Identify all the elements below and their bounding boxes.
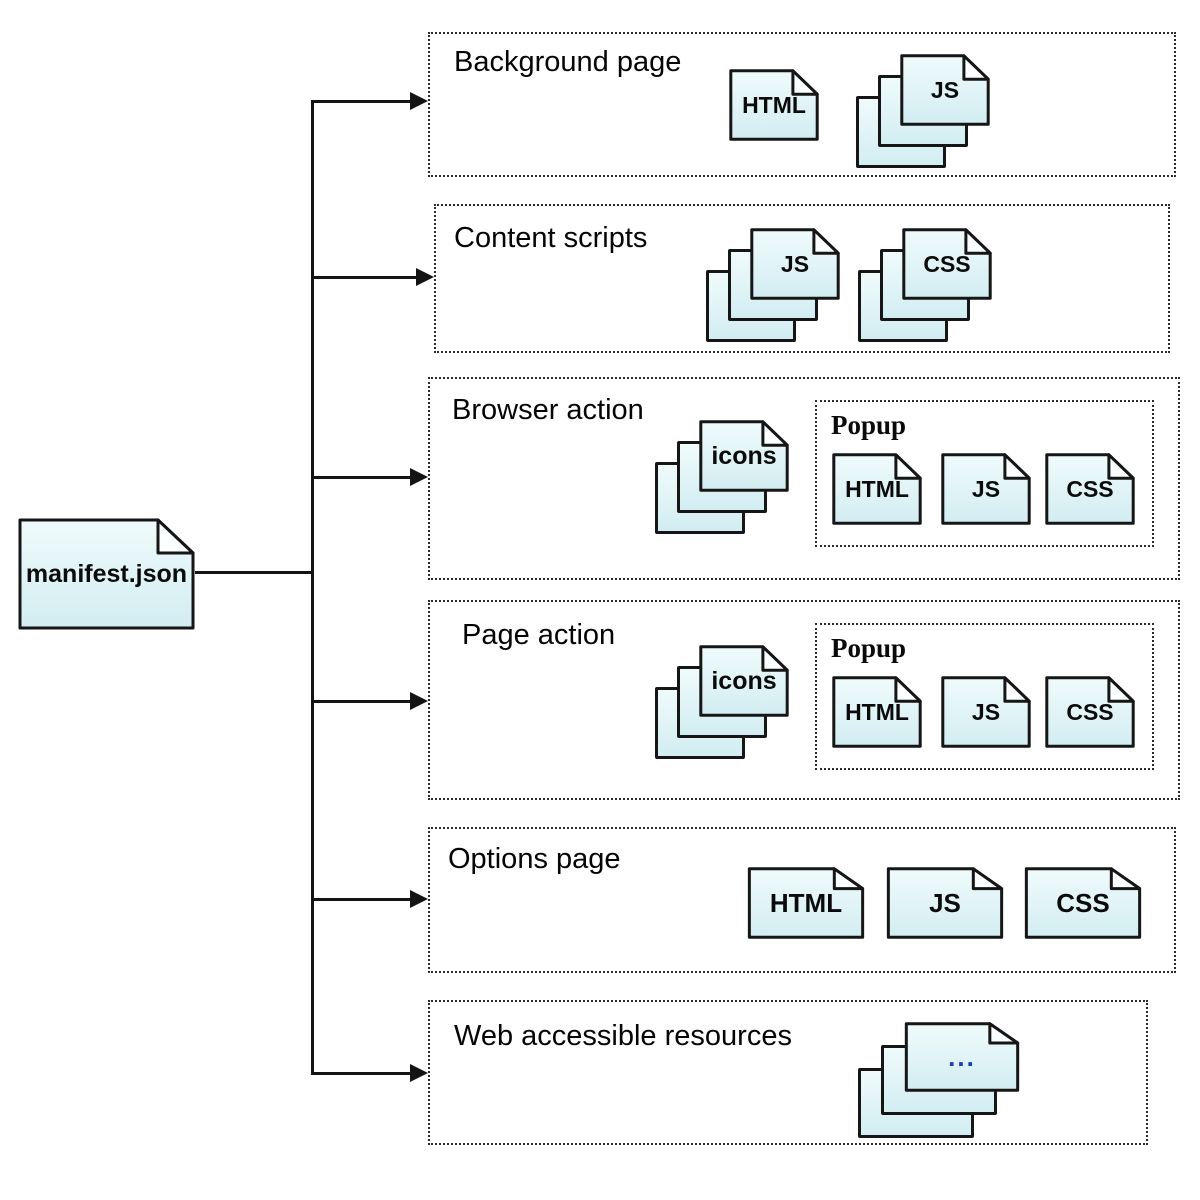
- file-label: JS: [971, 475, 1001, 502]
- arrowhead-browser-action: [410, 468, 428, 486]
- branch-line-web-accessible-resources: [311, 1072, 412, 1075]
- icons-file-stack-icon: icons: [655, 645, 789, 759]
- file-label: CSS: [1066, 475, 1114, 502]
- html-file-icon: HTML: [832, 453, 922, 525]
- section-browser-action: Browser action icons Popup HTML: [428, 377, 1180, 580]
- html-file-icon: HTML: [832, 676, 922, 748]
- stack-front-file: icons: [699, 420, 789, 492]
- file-label: HTML: [845, 698, 909, 725]
- icons-file-stack-icon: icons: [655, 420, 789, 534]
- section-content-scripts: Content scripts JS CSS: [434, 204, 1170, 353]
- arrowhead-background-page: [410, 92, 428, 110]
- section-title: Options page: [448, 843, 621, 875]
- js-file-stack-icon: JS: [706, 228, 840, 342]
- section-title: Web accessible resources: [454, 1020, 792, 1052]
- file-label: JS: [930, 76, 960, 103]
- trunk-line: [311, 100, 314, 1075]
- section-title: Background page: [454, 46, 682, 78]
- section-title: Page action: [462, 619, 616, 651]
- file-label: HTML: [845, 475, 909, 502]
- arrowhead-content-scripts: [416, 268, 434, 286]
- file-label: icons: [711, 666, 777, 695]
- css-file-stack-icon: CSS: [858, 228, 992, 342]
- manifest-connector-line: [195, 571, 313, 574]
- file-label: JS: [929, 887, 961, 918]
- css-file-icon: CSS: [1045, 453, 1135, 525]
- popup-title: Popup: [831, 410, 907, 440]
- section-background-page: Background page HTML JS: [428, 32, 1176, 177]
- stack-front-file: JS: [750, 228, 840, 300]
- arrowhead-page-action: [410, 692, 428, 710]
- stack-front-file: JS: [900, 54, 990, 126]
- arrowhead-web-accessible-resources: [410, 1064, 428, 1082]
- section-title: Content scripts: [454, 222, 648, 254]
- file-label: ...: [948, 1041, 976, 1072]
- manifest-label: manifest.json: [25, 559, 188, 588]
- branch-line-page-action: [311, 700, 412, 703]
- popup-title: Popup: [831, 633, 907, 663]
- manifest-file-icon: manifest.json: [18, 518, 195, 630]
- file-label: HTML: [742, 91, 806, 118]
- branch-line-background-page: [311, 100, 412, 103]
- popup-group: Popup HTML JS CSS: [815, 400, 1154, 547]
- css-file-icon: CSS: [1045, 676, 1135, 748]
- file-label: CSS: [1056, 887, 1110, 918]
- stack-front-file: icons: [699, 645, 789, 717]
- js-file-icon: JS: [941, 676, 1031, 748]
- popup-group: Popup HTML JS CSS: [815, 623, 1154, 770]
- js-file-icon: JS: [886, 867, 1004, 939]
- file-label: HTML: [769, 887, 843, 918]
- file-label: JS: [971, 698, 1001, 725]
- css-file-icon: CSS: [1024, 867, 1142, 939]
- html-file-icon: HTML: [729, 69, 819, 141]
- file-label: CSS: [923, 250, 971, 277]
- section-title: Browser action: [452, 394, 644, 426]
- section-web-accessible-resources: Web accessible resources ...: [428, 1000, 1148, 1145]
- js-file-icon: JS: [941, 453, 1031, 525]
- js-file-stack-icon: JS: [856, 54, 990, 168]
- resources-file-stack-icon: ...: [858, 1022, 1020, 1138]
- html-file-icon: HTML: [747, 867, 865, 939]
- file-label: JS: [780, 250, 810, 277]
- section-options-page: Options page HTML JS CSS: [428, 827, 1176, 973]
- file-label: CSS: [1066, 698, 1114, 725]
- branch-line-content-scripts: [311, 276, 418, 279]
- branch-line-browser-action: [311, 476, 412, 479]
- stack-front-file: CSS: [902, 228, 992, 300]
- file-label: icons: [711, 441, 777, 470]
- branch-line-options-page: [311, 898, 412, 901]
- arrowhead-options-page: [410, 890, 428, 908]
- stack-front-file: ...: [904, 1022, 1020, 1092]
- section-page-action: Page action icons Popup HTML: [428, 600, 1180, 800]
